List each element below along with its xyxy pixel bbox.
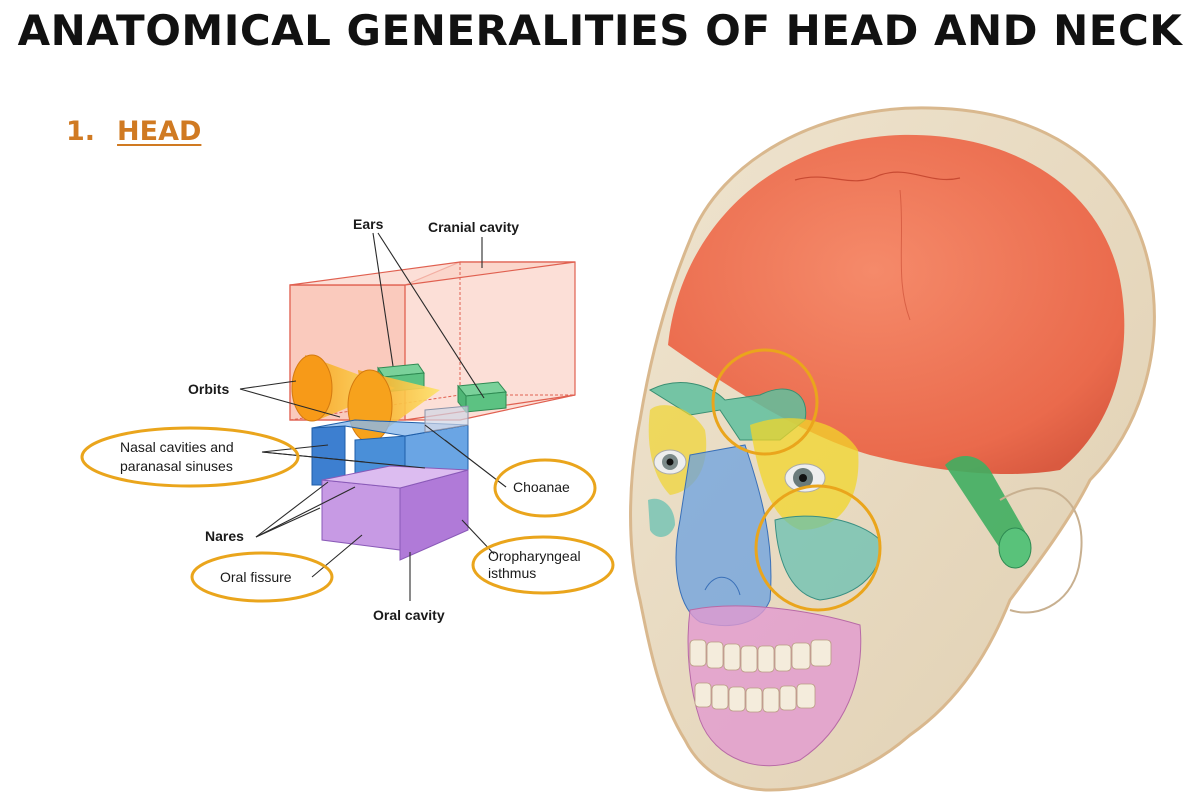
orbit-cone-left bbox=[291, 354, 395, 422]
teeth bbox=[689, 639, 832, 713]
maxillary-sinus bbox=[774, 515, 882, 601]
highlight-frontal-sinus bbox=[711, 348, 819, 456]
label-oral-cavity: Oral cavity bbox=[373, 607, 445, 623]
section-number: 1. bbox=[66, 116, 96, 147]
oral-cavity-box bbox=[321, 465, 469, 561]
section-label: HEAD bbox=[117, 116, 202, 147]
label-oral-fissure: Oral fissure bbox=[220, 569, 292, 585]
label-oropharyngeal: Oropharyngeal bbox=[488, 548, 581, 564]
section-heading: 1. HEAD bbox=[66, 116, 201, 147]
highlight-choanae bbox=[493, 458, 597, 518]
ear-canal bbox=[945, 455, 1032, 569]
label-choanae: Choanae bbox=[513, 479, 570, 495]
label-isthmus: isthmus bbox=[488, 565, 536, 581]
highlight-oral-fissure bbox=[190, 551, 334, 603]
skull-illustration bbox=[629, 106, 1156, 792]
label-paranasal-sinuses: paranasal sinuses bbox=[120, 458, 233, 474]
schematic-diagram: Ears Cranial cavity Orbits Nasal cavitie… bbox=[80, 216, 615, 623]
slide-title: ANATOMICAL GENERALITIES OF HEAD AND NECK bbox=[17, 6, 1183, 55]
label-nasal-cavities: Nasal cavities and bbox=[120, 439, 234, 455]
label-nares: Nares bbox=[205, 528, 244, 544]
ear-box-right bbox=[457, 381, 507, 414]
label-orbits: Orbits bbox=[188, 381, 229, 397]
highlight-maxillary-sinus bbox=[754, 484, 882, 612]
label-ears: Ears bbox=[353, 216, 384, 232]
highlight-oropharyngeal-isthmus bbox=[471, 535, 615, 595]
highlight-nasal-cavities bbox=[80, 426, 300, 488]
label-cranial-cavity: Cranial cavity bbox=[428, 219, 519, 235]
